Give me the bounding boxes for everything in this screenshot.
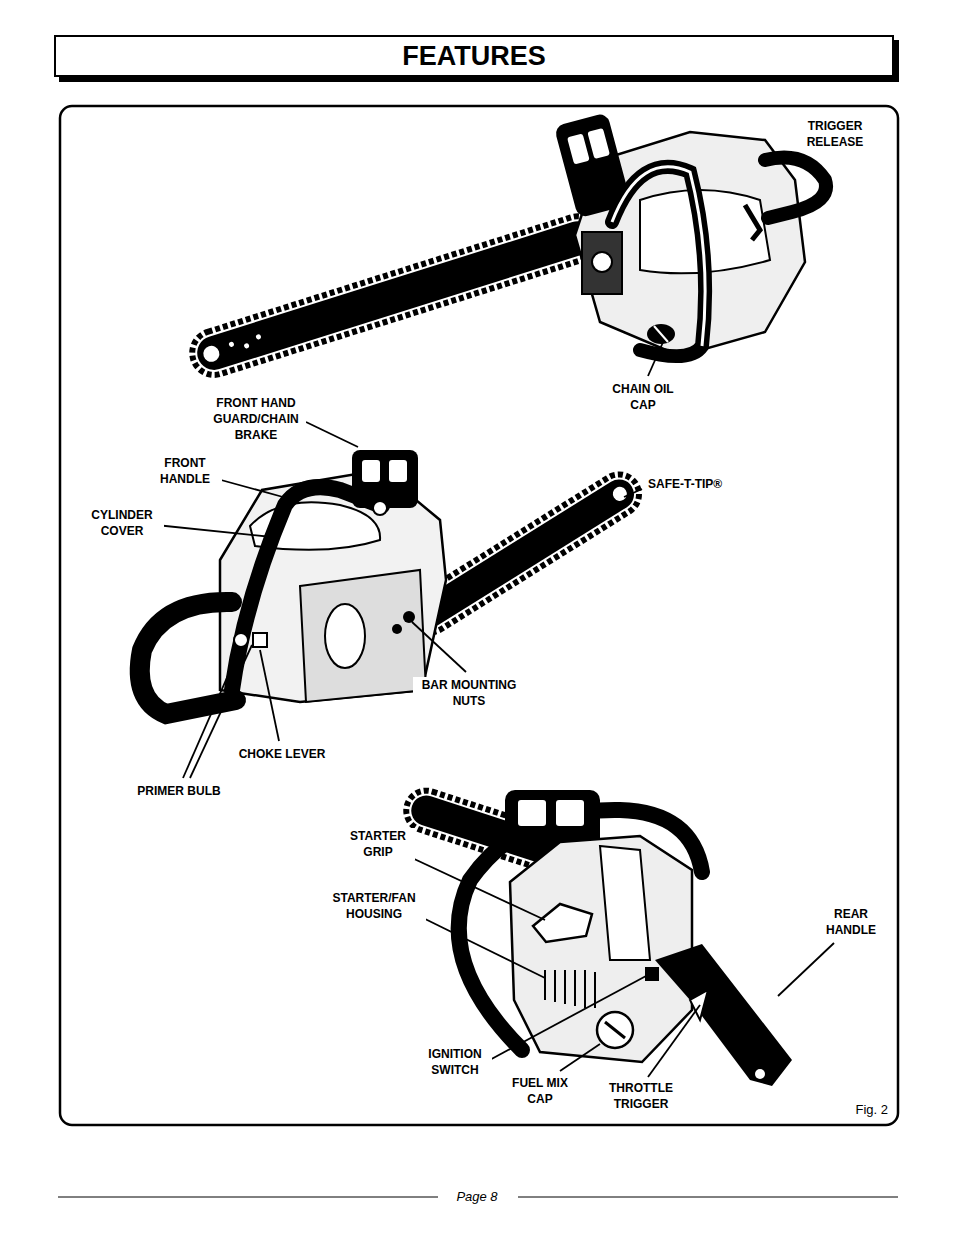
leader-line bbox=[412, 622, 466, 672]
cap-grip bbox=[605, 1022, 625, 1038]
part-label: FRONT HANDLE bbox=[148, 455, 222, 487]
vent bbox=[554, 970, 556, 1002]
fan-vents bbox=[545, 970, 595, 1008]
leader-line bbox=[778, 943, 834, 996]
rear-handle bbox=[655, 944, 792, 1086]
part-label: BAR MOUNTING NUTS bbox=[413, 677, 525, 709]
leader-line bbox=[260, 650, 279, 741]
vent bbox=[564, 970, 566, 1004]
sprocket bbox=[592, 252, 612, 272]
guard-pivot bbox=[373, 501, 387, 515]
bar-rivet bbox=[243, 343, 249, 349]
part-label: STARTER/FAN HOUSING bbox=[322, 890, 426, 922]
saw-chain bbox=[187, 211, 606, 381]
bar-mounting-nut bbox=[403, 611, 415, 623]
part-label: CHAIN OIL CAP bbox=[606, 381, 680, 413]
front-handle bbox=[232, 487, 382, 690]
part-label: THROTTLE TRIGGER bbox=[601, 1080, 681, 1112]
vent bbox=[574, 970, 576, 1006]
leader-line bbox=[417, 915, 545, 978]
guard-hole bbox=[518, 800, 546, 826]
bar-mounting-nut bbox=[392, 624, 402, 634]
leader-line bbox=[486, 976, 646, 1062]
bar-rivet bbox=[228, 341, 234, 347]
leader-line bbox=[624, 489, 642, 497]
top-chainsaw bbox=[187, 112, 826, 380]
rear-handle bbox=[765, 158, 826, 219]
cover-window bbox=[325, 604, 365, 668]
leader-line bbox=[183, 648, 240, 778]
part-label: SAFE-T-TIP® bbox=[646, 476, 724, 492]
handle-highlight bbox=[612, 167, 705, 346]
leader-line bbox=[306, 422, 358, 447]
vent bbox=[544, 970, 546, 1000]
top-cover bbox=[600, 846, 650, 960]
part-label: IGNITION SWITCH bbox=[418, 1046, 492, 1078]
part-label: TRIGGER RELEASE bbox=[798, 118, 872, 150]
leader-lines bbox=[156, 340, 834, 1077]
primer-bulb bbox=[234, 633, 248, 647]
front-handle bbox=[612, 167, 705, 356]
part-label: FRONT HAND GUARD/CHAIN BRAKE bbox=[206, 395, 306, 443]
clutch-cover bbox=[300, 570, 426, 702]
rear-handle bbox=[140, 602, 236, 714]
leader-line bbox=[156, 525, 272, 537]
starter-grip bbox=[533, 904, 592, 942]
trigger-release bbox=[745, 205, 760, 240]
chain-oil-cap bbox=[647, 324, 675, 344]
guard-hole bbox=[587, 128, 610, 159]
leader-line bbox=[221, 480, 283, 497]
part-label: STARTER GRIP bbox=[341, 828, 415, 860]
sprocket-area bbox=[582, 232, 622, 294]
vent bbox=[584, 970, 586, 1008]
leader-line bbox=[560, 1044, 600, 1071]
front-hand-guard bbox=[352, 450, 418, 508]
part-label: REAR HANDLE bbox=[814, 906, 888, 938]
middle-chainsaw bbox=[140, 450, 647, 714]
fuel-mix-cap bbox=[597, 1012, 633, 1048]
page-title: FEATURES bbox=[55, 36, 893, 76]
part-label: CHOKE LEVER bbox=[237, 746, 328, 762]
guard-hole bbox=[556, 800, 584, 826]
bar-tip bbox=[200, 343, 223, 366]
part-label: FUEL MIX CAP bbox=[506, 1075, 574, 1107]
page-number: Page 8 bbox=[453, 1189, 500, 1205]
bar-body bbox=[193, 217, 599, 374]
guard-hole bbox=[362, 460, 380, 482]
footer-rule bbox=[58, 1197, 438, 1198]
footer-rule bbox=[518, 1197, 898, 1198]
leader-line bbox=[648, 340, 664, 376]
handle-hole bbox=[755, 1069, 765, 1079]
bottom-chainsaw bbox=[401, 785, 792, 1086]
leader-line bbox=[648, 1005, 700, 1077]
choke-lever bbox=[253, 633, 267, 647]
bar-rivet bbox=[255, 334, 261, 340]
ignition-switch bbox=[645, 967, 659, 981]
title-box bbox=[55, 36, 893, 76]
guard-hole bbox=[389, 460, 407, 482]
guide-bar bbox=[187, 211, 606, 381]
part-label: CYLINDER COVER bbox=[80, 507, 164, 539]
figure-frame bbox=[60, 106, 898, 1125]
part-label: PRIMER BULB bbox=[135, 783, 222, 799]
cap-grip bbox=[654, 326, 668, 342]
guard-hole bbox=[567, 133, 590, 164]
figure-caption: Fig. 2 bbox=[855, 1102, 888, 1117]
engine-housing bbox=[510, 836, 692, 1062]
safe-t-tip-guard bbox=[609, 483, 631, 505]
